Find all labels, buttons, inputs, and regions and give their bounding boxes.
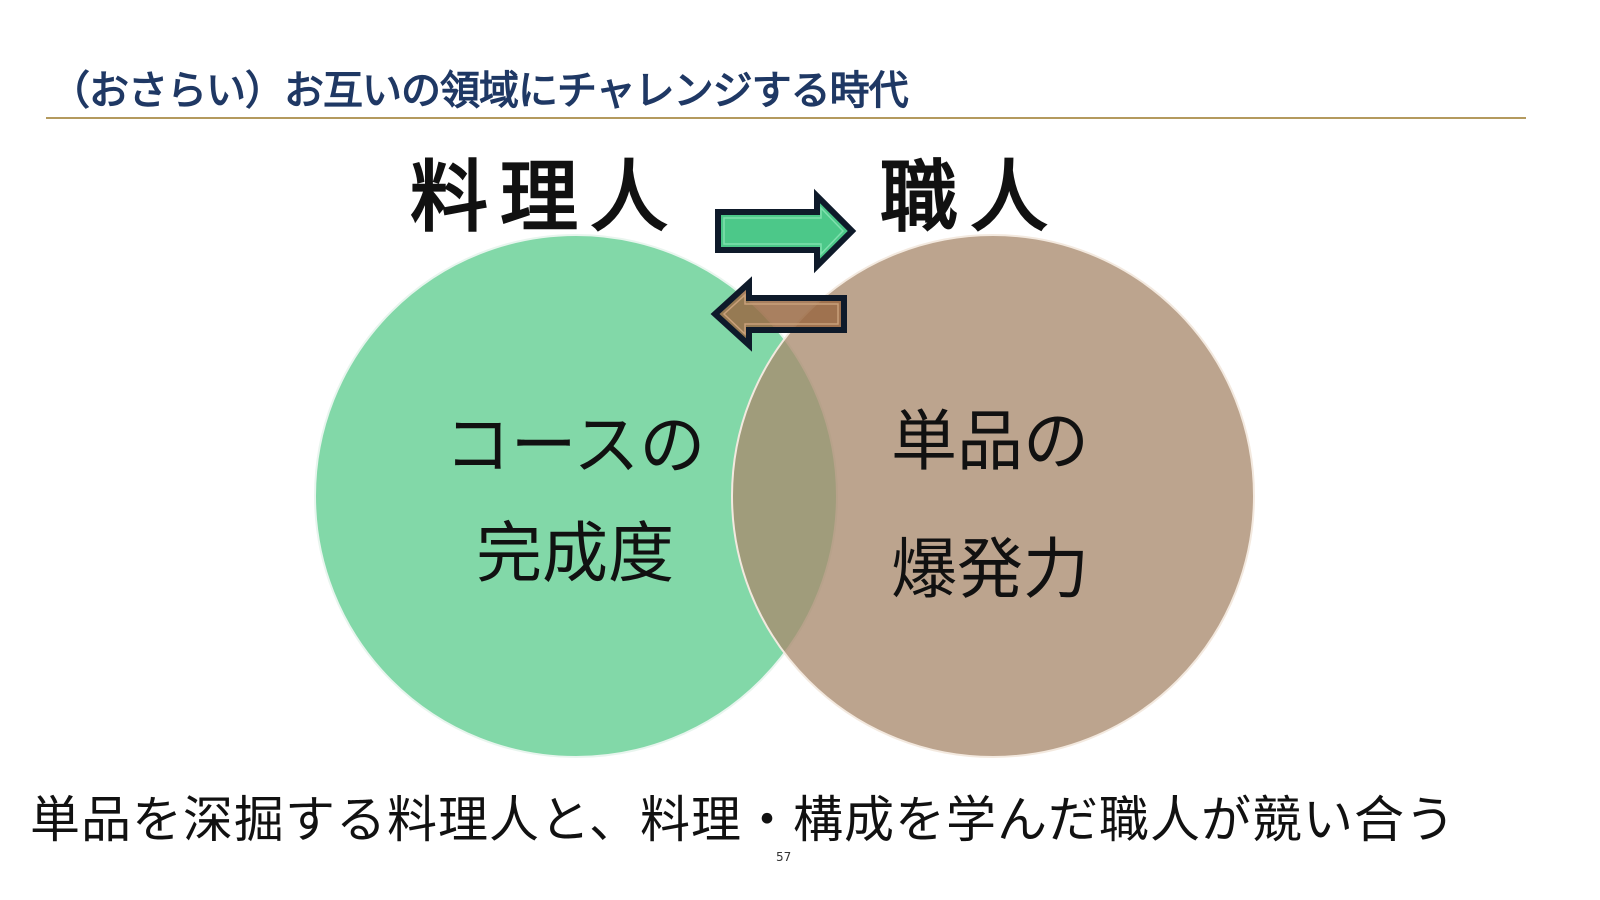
right-circle-text: 単品の 爆発力 bbox=[860, 378, 1120, 634]
left-circle-line1: コースの bbox=[444, 407, 706, 484]
left-circle-text: コースの 完成度 bbox=[420, 392, 730, 608]
right-circle bbox=[731, 234, 1255, 758]
left-circle-line2: 完成度 bbox=[476, 515, 674, 592]
slide-title: （おさらい）お互いの領域にチャレンジする時代 bbox=[50, 68, 909, 114]
page-number: 57 bbox=[776, 850, 792, 864]
right-circle-line1: 単品の bbox=[891, 403, 1089, 480]
right-role-label: 職人 bbox=[880, 152, 1061, 243]
slide-caption: 単品を深掘する料理人と、料理・構成を学んだ職人が競い合う bbox=[30, 791, 1456, 849]
arrow-left-icon bbox=[710, 276, 847, 352]
right-circle-line2: 爆発力 bbox=[891, 531, 1089, 608]
title-divider bbox=[46, 117, 1526, 119]
left-role-label: 料理人 bbox=[410, 152, 681, 243]
arrow-right-icon bbox=[715, 188, 857, 274]
